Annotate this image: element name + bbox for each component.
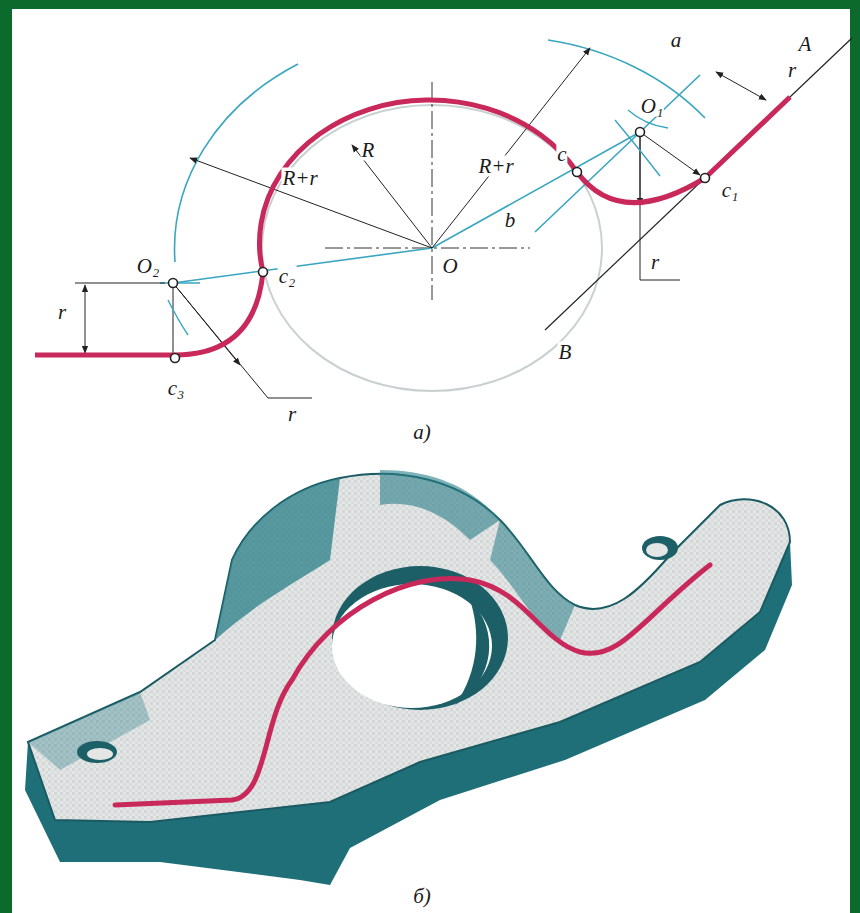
construction-label: r [57, 302, 67, 323]
construction-label: B [558, 342, 573, 363]
construction-label: O [441, 256, 458, 277]
construction-label: R+r [477, 156, 514, 177]
construction-label: O₂ [136, 256, 160, 277]
construction-label: a [670, 30, 683, 51]
construction-label: r [650, 252, 660, 273]
construction-label: б) [412, 886, 432, 907]
construction-label: b [504, 210, 517, 231]
construction-label: c [556, 144, 567, 165]
construction-label: а) [412, 422, 432, 443]
construction-label: R+r [281, 168, 318, 189]
construction-label: c₂ [278, 266, 297, 287]
construction-label: O₁ [640, 96, 664, 117]
construction-label: c₁ [721, 180, 740, 201]
construction-label: A [798, 34, 813, 55]
construction-label: R [361, 140, 376, 161]
construction-label: r [787, 60, 797, 81]
construction-label: c₃ [167, 378, 186, 399]
construction-label: r [287, 404, 297, 425]
